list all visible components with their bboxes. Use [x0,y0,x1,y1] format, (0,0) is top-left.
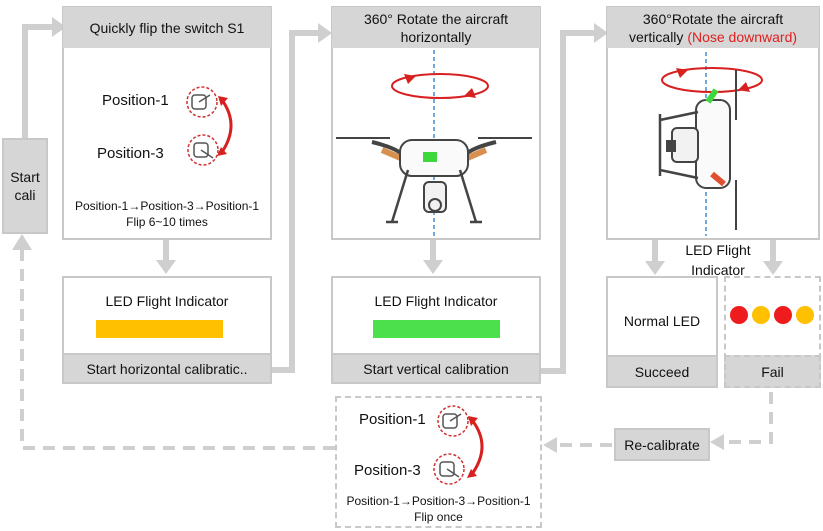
step1-position3: Position-3 [97,145,164,162]
led3-label: LED Flight Indicator [685,242,751,278]
step3-header: 360°Rotate the aircraft vertically (Nose… [607,7,819,48]
led2-green-bar [373,320,500,338]
step1-position1: Position-1 [102,92,169,109]
bottom-panel [335,396,542,528]
flip-arrow-icon [220,99,233,153]
switch-position3-bottom-icon [433,453,465,485]
step1-sequence: Position-1→Position-3→Position-1 [74,199,260,213]
step2-title-line2: horizontally [400,28,472,45]
recalibrate-box: Re-calibrate [614,428,710,461]
fail-label: Fail [761,363,784,380]
step3-title-line2: vertically [628,28,684,45]
switch-position3-icon [187,134,219,166]
led2-footer: Start vertical calibration [331,353,541,384]
led2-label: LED Flight Indicator [374,293,498,309]
switch-position1-bottom-icon [437,405,469,437]
led1-footer: Start horizontal calibratic.. [62,353,272,384]
arrow-fail-to-recalibrate [722,392,773,444]
step3-title-note: (Nose downward) [687,28,798,45]
start-cali-box: Start cali [2,138,48,234]
fail-footer: Fail [724,355,821,388]
led-dot-3-icon [774,306,792,324]
step1-title: Quickly flip the switch S1 [89,19,245,36]
flip-once-arrow-icon [470,419,484,475]
step2-header: 360° Rotate the aircraft horizontally [332,7,540,48]
arrow-bottom-to-start [20,248,335,450]
arrow-led2-to-step3 [540,30,596,374]
bottom-sequence: Position-1→Position-3→Position-1 [346,494,531,508]
switch-position1-icon [186,86,218,118]
bottom-position1: Position-1 [359,411,426,428]
arrow-start-to-step1 [22,24,52,140]
step1-times: Flip 6~10 times [126,215,208,229]
start-vertical-calibration-label: Start vertical calibration [363,360,509,377]
led-dot-2-icon [752,306,770,324]
arrow-led1-to-step2 [265,30,320,373]
led1-yellow-bar [96,320,223,338]
normal-led-label: Normal LED [623,313,701,329]
bottom-position3: Position-3 [354,462,421,479]
led-dot-1-icon [730,306,748,324]
recalibrate-label: Re-calibrate [624,436,700,453]
start-cali-label: Start cali [10,169,40,203]
bottom-times: Flip once [414,510,463,524]
led1-label: LED Flight Indicator [105,293,229,309]
step2-title-line1: 360° Rotate the aircraft [363,10,509,27]
step3-title-line2-wrap: vertically (Nose downward) [629,28,797,46]
start-horizontal-calibration-label: Start horizontal calibratic.. [86,360,248,377]
succeed-footer: Succeed [606,355,718,388]
succeed-label: Succeed [634,363,690,380]
step1-header: Quickly flip the switch S1 [63,7,271,48]
step3-title-line1: 360°Rotate the aircraft [642,10,784,27]
led-dot-4-icon [796,306,814,324]
rotation-arrow-icon [391,73,489,99]
